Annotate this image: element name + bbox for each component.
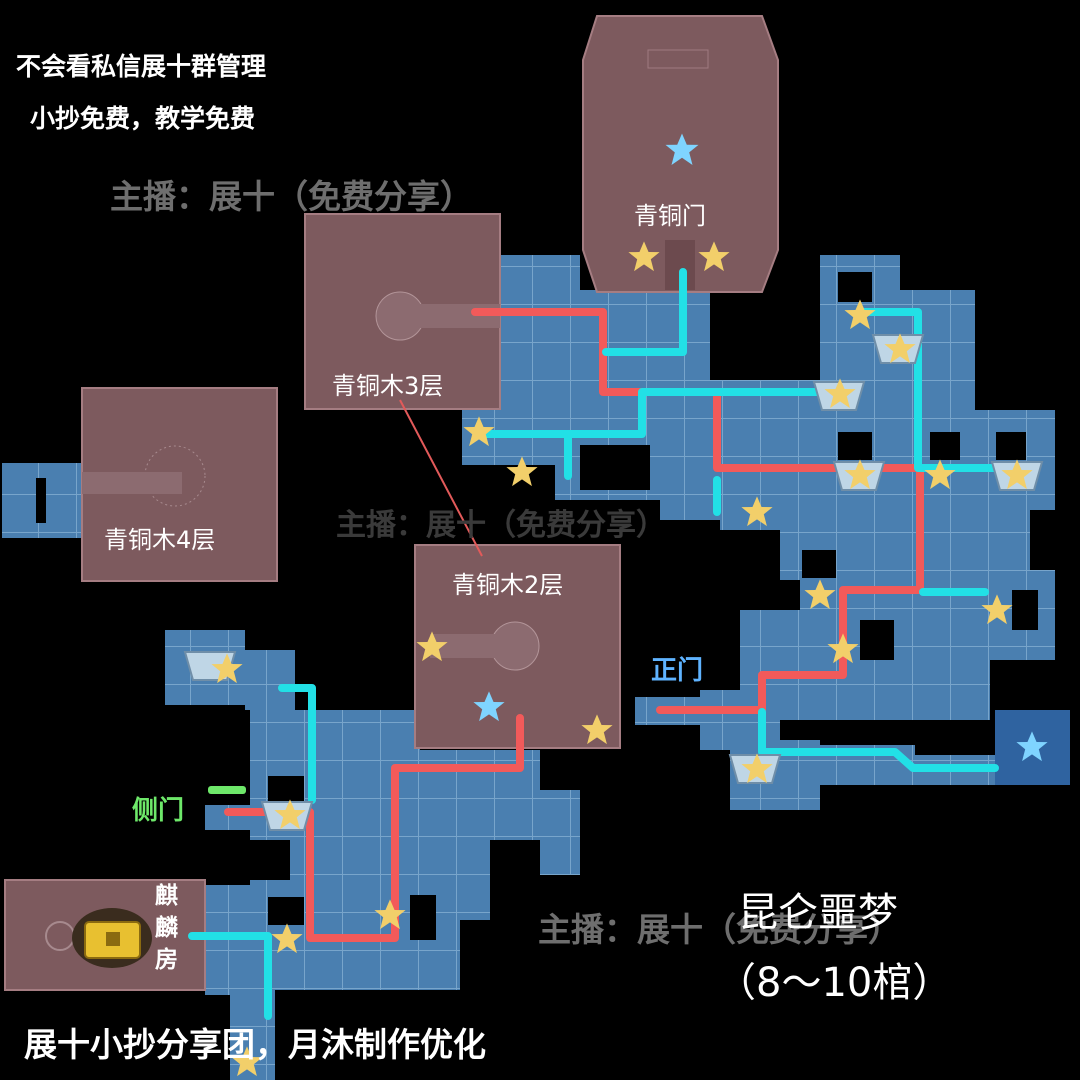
room-label-bronze-wood-4: 青铜木4层 (104, 526, 216, 554)
note-line-2: 小抄免费，教学免费 (30, 104, 256, 133)
corridor-block (370, 710, 420, 750)
corridor-block (500, 255, 580, 295)
map-subtitle: （8～10棺） (716, 960, 953, 1006)
watermark-middle: 主播：展十（免费分享） (336, 508, 666, 543)
corridor-block (540, 835, 580, 875)
route-cyan-north (856, 308, 1022, 472)
corridor-block (870, 660, 990, 720)
room-label-bronze-wood-2: 青铜木2层 (452, 571, 564, 599)
route-red-north (471, 308, 924, 714)
room-label-qilin: 麒麟房 (155, 883, 178, 973)
corridor-block (245, 650, 295, 710)
credit-line: 展十小抄分享团，月沐制作优化 (24, 1025, 486, 1064)
route-cyan-west (474, 388, 842, 438)
map-title: 昆仑噩梦 (738, 890, 898, 936)
route-cyan-qilin (188, 932, 272, 1020)
note-line-1: 不会看私信展十群管理 (16, 52, 267, 81)
route-cyan-left (278, 684, 316, 804)
qilin-chest-icon (72, 908, 152, 968)
route-cyan-gate (602, 268, 687, 356)
main-gate-label: 正门 (651, 656, 704, 686)
room-label-bronze-wood-3: 青铜木3层 (332, 372, 444, 400)
side-gate-label: 侧门 (132, 796, 185, 826)
watermark-top: 主播：展十（免费分享） (110, 177, 473, 216)
corridor-block (470, 790, 580, 840)
route-cyan (188, 268, 1022, 1020)
side-gate-marker (208, 786, 246, 794)
wall-holes (36, 272, 1038, 940)
watermark-bottom: 主播：展十（免费分享） (538, 910, 901, 949)
connector-line (399, 399, 483, 557)
room-label-bronze-gate: 青铜门 (634, 202, 706, 230)
route-cyan-south-east (758, 708, 999, 772)
